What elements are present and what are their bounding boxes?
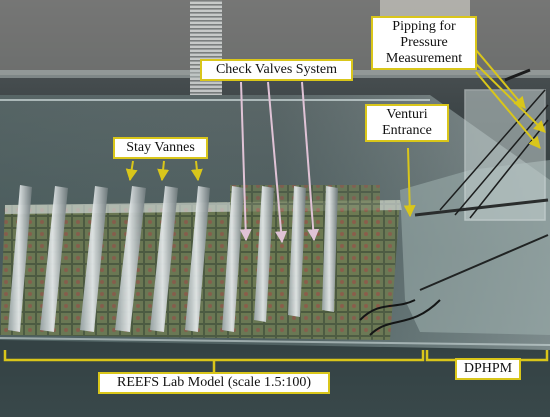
venturi-line-2: Entrance	[382, 123, 432, 138]
stay-vannes-label: Stay Vannes	[113, 137, 208, 159]
pipping-label: Pipping for Pressure Measurement	[371, 16, 477, 70]
pipping-line-2: Pressure	[400, 35, 448, 50]
pipping-line-3: Measurement	[385, 51, 463, 66]
stay-vanes	[8, 185, 338, 332]
venturi-line-1: Venturi	[386, 107, 428, 122]
pipping-line-1: Pipping for	[392, 19, 456, 34]
venturi-entrance-label: Venturi Entrance	[365, 104, 449, 142]
check-valves-label: Check Valves System	[200, 59, 353, 81]
model-label: REEFS Lab Model (scale 1.5:100)	[98, 372, 330, 394]
dphpm-label: DPHPM	[455, 358, 521, 380]
